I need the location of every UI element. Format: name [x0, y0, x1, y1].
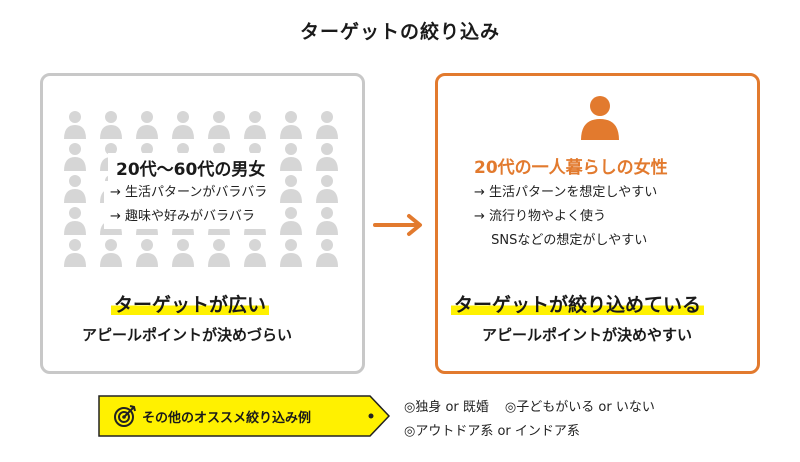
example-item: ◎アウトドア系 or インドア系 — [404, 424, 580, 439]
person-silhouette-icon — [244, 239, 266, 267]
person-silhouette-icon — [64, 143, 86, 171]
person-silhouette-icon — [64, 175, 86, 203]
person-silhouette-icon — [316, 239, 338, 267]
person-silhouette-icon — [136, 111, 158, 139]
person-silhouette-icon — [280, 207, 302, 235]
person-silhouette-icon — [136, 239, 158, 267]
person-silhouette-icon — [280, 175, 302, 203]
person-silhouette-icon — [64, 207, 86, 235]
arrow-right-icon — [373, 214, 422, 236]
person-silhouette-icon — [172, 111, 194, 139]
bullet-item: → 生活パターンを想定しやすい — [474, 185, 658, 200]
person-silhouette-icon — [316, 207, 338, 235]
broad-target-heading: 20代〜60代の男女 — [108, 153, 274, 182]
examples-tag-label: その他のオススメ絞り込み例 — [142, 411, 312, 426]
person-silhouette-icon — [172, 239, 194, 267]
bullet-item: → 趣味や好みがバラバラ — [110, 209, 255, 224]
person-icon — [581, 96, 619, 140]
person-silhouette-icon — [316, 143, 338, 171]
person-silhouette-icon — [208, 111, 230, 139]
examples-row: ◎アウトドア系 or インドア系 — [404, 420, 655, 444]
examples-row: ◎独身 or 既婚 ◎子どもがいる or いない — [404, 396, 655, 420]
person-silhouette-icon — [208, 239, 230, 267]
person-silhouette-icon — [316, 111, 338, 139]
broad-target-verdict: ターゲットが広い — [111, 290, 270, 317]
example-item: ◎独身 or 既婚 — [404, 400, 489, 415]
broad-target-bullets: → 生活パターンがバラバラ → 趣味や好みがバラバラ — [104, 181, 274, 229]
person-silhouette-icon — [64, 239, 86, 267]
person-silhouette-icon — [100, 239, 122, 267]
narrow-target-verdict: ターゲットが絞り込めている — [451, 290, 705, 317]
narrow-target-heading: 20代の一人暮らしの女性 — [474, 158, 668, 178]
narrow-target-bullets: → 生活パターンを想定しやすい → 流行り物やよく使う SNSなどの想定がしやす… — [474, 181, 657, 253]
person-silhouette-icon — [280, 239, 302, 267]
bullet-item: → 流行り物やよく使う — [474, 209, 607, 224]
person-silhouette-icon — [100, 111, 122, 139]
bullet-item: SNSなどの想定がしやすい — [474, 233, 648, 248]
person-silhouette-icon — [280, 143, 302, 171]
example-item: ◎子どもがいる or いない — [504, 400, 655, 415]
narrow-target-subtext: アピールポイントが決めやすい — [482, 326, 693, 344]
examples-tag — [98, 395, 390, 437]
person-silhouette-icon — [316, 175, 338, 203]
target-icon — [114, 405, 136, 427]
person-silhouette-icon — [280, 111, 302, 139]
broad-target-panel — [40, 73, 365, 374]
bullet-item: → 生活パターンがバラバラ — [110, 185, 268, 200]
examples-list: ◎独身 or 既婚 ◎子どもがいる or いない ◎アウトドア系 or インドア系 — [404, 396, 655, 444]
broad-target-subtext: アピールポイントが決めづらい — [82, 326, 293, 344]
person-silhouette-icon — [64, 111, 86, 139]
person-silhouette-icon — [244, 111, 266, 139]
narrow-target-panel — [435, 73, 760, 374]
page-title: ターゲットの絞り込み — [299, 21, 500, 43]
